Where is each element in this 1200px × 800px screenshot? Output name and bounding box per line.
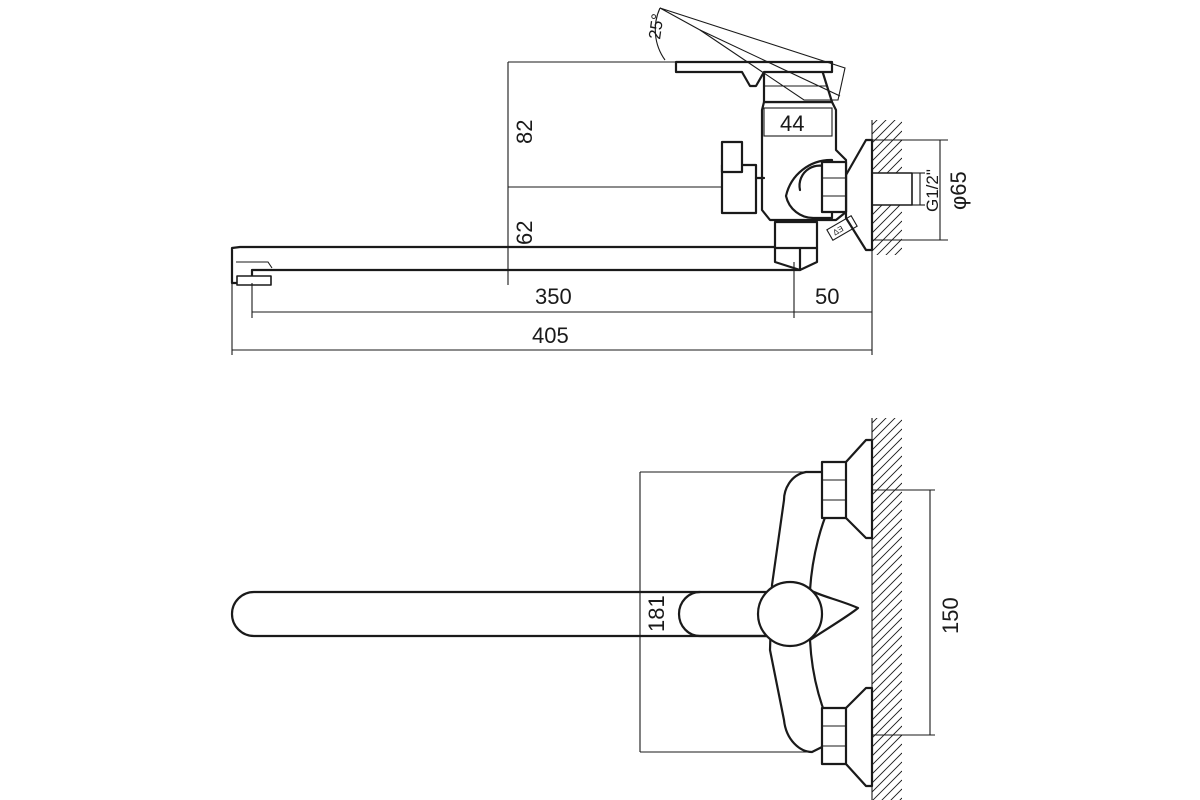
spout-collar <box>773 220 819 250</box>
lower-flange <box>844 686 874 788</box>
upper-nut <box>820 460 850 520</box>
dim-44-box <box>763 107 833 137</box>
lower-nut <box>820 706 850 766</box>
top-handle-disk <box>756 580 824 648</box>
dim-handle-height: 82 <box>512 120 537 144</box>
dim-wall-offset: 50 <box>815 284 839 309</box>
dim-total-length: 405 <box>532 323 569 348</box>
top-view: 181 150 <box>230 418 963 800</box>
dim-spout-height: 62 <box>512 221 537 245</box>
diverter-knob <box>720 140 744 174</box>
aerator-line <box>236 261 273 269</box>
hex-nut <box>820 160 848 214</box>
wall-section-top <box>871 120 902 255</box>
dim-thread: G1/2" <box>923 169 942 212</box>
dim-body-width: 44 <box>780 111 804 136</box>
wall-section-bottom <box>871 418 902 800</box>
wall-pipe <box>871 172 913 206</box>
upper-flange <box>844 438 874 540</box>
side-view: ΔƎ 25° 82 62 44 G1/2" φ65 350 50 405 <box>230 7 971 355</box>
dim-angle-label: 25° <box>645 12 667 40</box>
dim-flange-diameter: φ65 <box>946 171 971 210</box>
lever-handle-raised <box>659 7 846 101</box>
aerator <box>236 275 272 286</box>
lever-handle <box>674 60 834 88</box>
dim-spout-reach: 350 <box>535 284 572 309</box>
angle-arc <box>654 7 666 61</box>
spout <box>230 245 802 285</box>
top-spout <box>230 590 772 638</box>
wall-flange <box>844 138 874 252</box>
dim-inlet-spacing: 150 <box>938 597 963 634</box>
dim-body-length: 181 <box>644 595 669 632</box>
body-window <box>784 158 834 220</box>
